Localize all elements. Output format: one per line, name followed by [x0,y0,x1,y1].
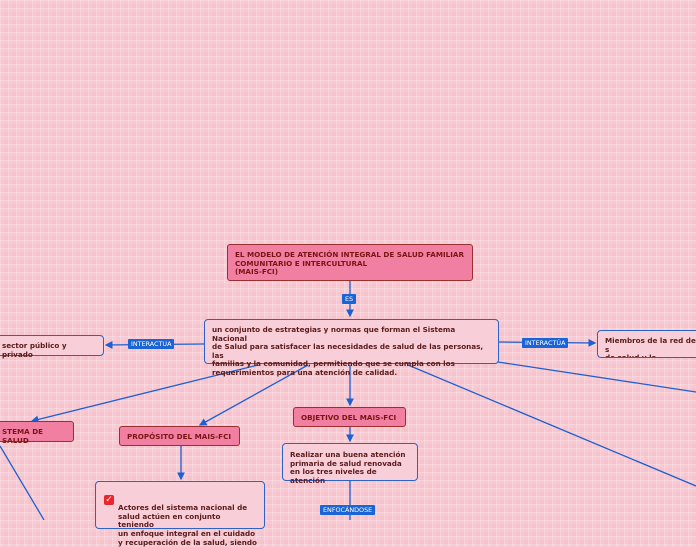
members-node[interactable]: Miembros de la red de s de salud y la co… [597,330,696,358]
proposito-text-node[interactable]: ✓ Actores del sistema nacional de salud … [95,481,265,546]
edge-definition-right-a [497,361,696,393]
proposito-text: Actores del sistema nacional de salud ac… [118,503,257,547]
edge-definition-sistema [30,364,259,424]
edge-definition-right-b [407,364,696,487]
edge-sistema-down [0,445,45,520]
label-es: ES [342,294,357,304]
proposito-node[interactable]: PROPÓSITO DEL MAIS-FCI [119,426,240,446]
connector-layer [0,281,696,520]
definition-node[interactable]: un conjunto de estrategias y normas que … [204,319,499,377]
checkbox-check-icon: ✓ [104,495,114,505]
label-interactua-right: INTERACTÚA [522,338,569,348]
sistema-node[interactable]: STEMA DE SALUD [0,421,74,444]
title-node[interactable]: EL MODELO DE ATENCIÓN INTEGRAL DE SALUD … [227,244,473,281]
objetivo-text-node[interactable]: Realizar una buena atención primaria de … [282,443,418,485]
label-interactua-left: INTERACTUA [128,339,175,349]
label-enfocandose: ENFOCÁNDOSE [320,505,376,515]
sector-node[interactable]: sector público y privado [0,335,104,358]
objetivo-node[interactable]: OBJETIVO DEL MAIS-FCI [293,407,406,427]
edge-definition-proposito [198,364,309,426]
